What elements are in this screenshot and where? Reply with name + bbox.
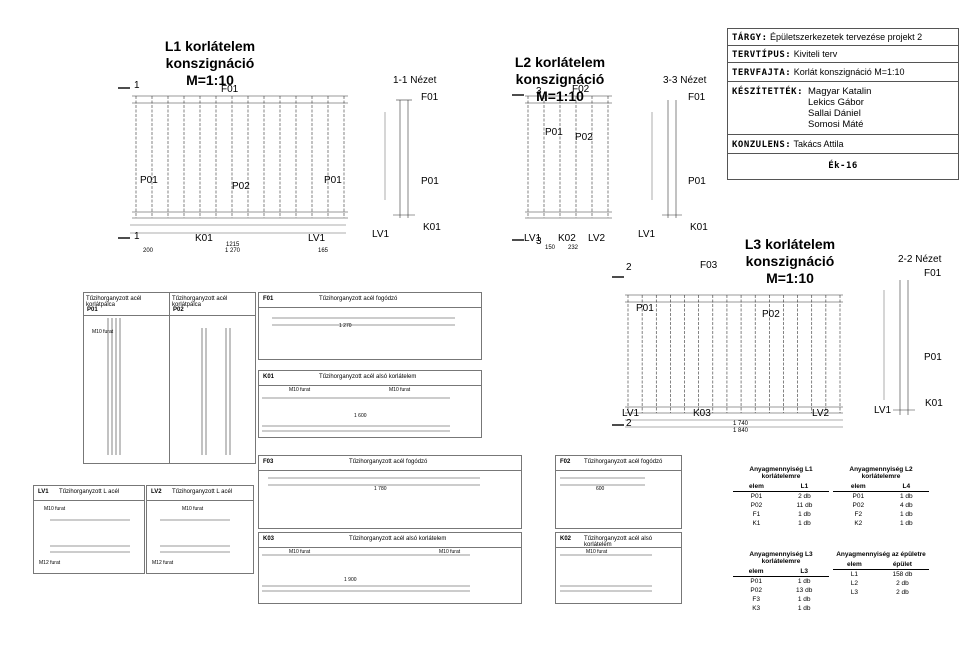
- l1-dim-left: 200: [143, 248, 154, 254]
- l1-dim-right: 165: [318, 248, 329, 254]
- l1-lv1: LV1: [308, 233, 326, 244]
- group-code: Ék-16: [828, 161, 858, 171]
- v22-k01: K01: [925, 398, 943, 409]
- v11-p01: P01: [421, 176, 439, 187]
- l3-k03: K03: [693, 408, 711, 419]
- l3-f03: F03: [700, 260, 718, 271]
- l3-p02: P02: [762, 309, 780, 320]
- view-1-1-label: 1-1 Nézet: [393, 75, 437, 86]
- title-block: TÁRGY: Épületszerkezetek tervezése proje…: [727, 28, 959, 180]
- part-p01-box: Tűzihorganyzott acél korlátpálca P01 M10…: [83, 292, 170, 464]
- l1-f01: F01: [221, 84, 239, 95]
- l2-section-mark-top: 3: [536, 86, 542, 97]
- v33-p01: P01: [688, 176, 706, 187]
- l1-dim-total: 1 270: [225, 248, 241, 254]
- v33-lv1: LV1: [638, 229, 656, 240]
- l2-p01: P01: [545, 127, 563, 138]
- v33-k01: K01: [690, 222, 708, 233]
- v22-f01: F01: [924, 268, 942, 279]
- l3-dim-total: 1 840: [733, 428, 749, 434]
- l2-dim-a: 232: [568, 245, 579, 251]
- l3-section-mark-bottom: 2: [626, 418, 632, 429]
- part-p02-box: Tűzihorganyzott acél korlátpálca P02: [169, 292, 256, 464]
- l1-section-mark-bottom: 1: [134, 231, 140, 242]
- l1-dim-inner: 1215: [226, 242, 240, 248]
- l3-dim-inner: 1 740: [733, 421, 749, 427]
- l1-k01: K01: [195, 233, 213, 244]
- project-subject: Épületszerkezetek tervezése projekt 2: [770, 32, 923, 42]
- l2-f02: F02: [572, 84, 590, 95]
- l2-lv2: LV2: [588, 233, 606, 244]
- l3-lv2: LV2: [812, 408, 830, 419]
- l3-lv1: LV1: [622, 408, 640, 419]
- v22-p01: P01: [924, 352, 942, 363]
- v11-lv1: LV1: [372, 229, 390, 240]
- view-3-3-label: 3-3 Nézet: [663, 75, 707, 86]
- l1-p02: P02: [232, 181, 250, 192]
- l2-k02: K02: [558, 233, 576, 244]
- l2-dim-b: 150: [545, 245, 556, 251]
- v22-lv1: LV1: [874, 405, 892, 416]
- l1-section-mark-top: 1: [134, 80, 140, 91]
- l2-section-mark-bottom: 3: [536, 236, 542, 247]
- l3-section-mark-top: 2: [626, 262, 632, 273]
- l1-p01-left: P01: [140, 175, 158, 186]
- view-2-2-label: 2-2 Nézet: [898, 254, 942, 265]
- authors-list: Magyar Katalin Lekics Gábor Sallai Dánie…: [808, 86, 872, 130]
- l2-p02: P02: [575, 132, 593, 143]
- v11-f01: F01: [421, 92, 439, 103]
- v11-k01: K01: [423, 222, 441, 233]
- l3-p01: P01: [636, 303, 654, 314]
- l1-p01-right: P01: [324, 175, 342, 186]
- l2-lv1: LV1: [524, 233, 542, 244]
- v33-f01: F01: [688, 92, 706, 103]
